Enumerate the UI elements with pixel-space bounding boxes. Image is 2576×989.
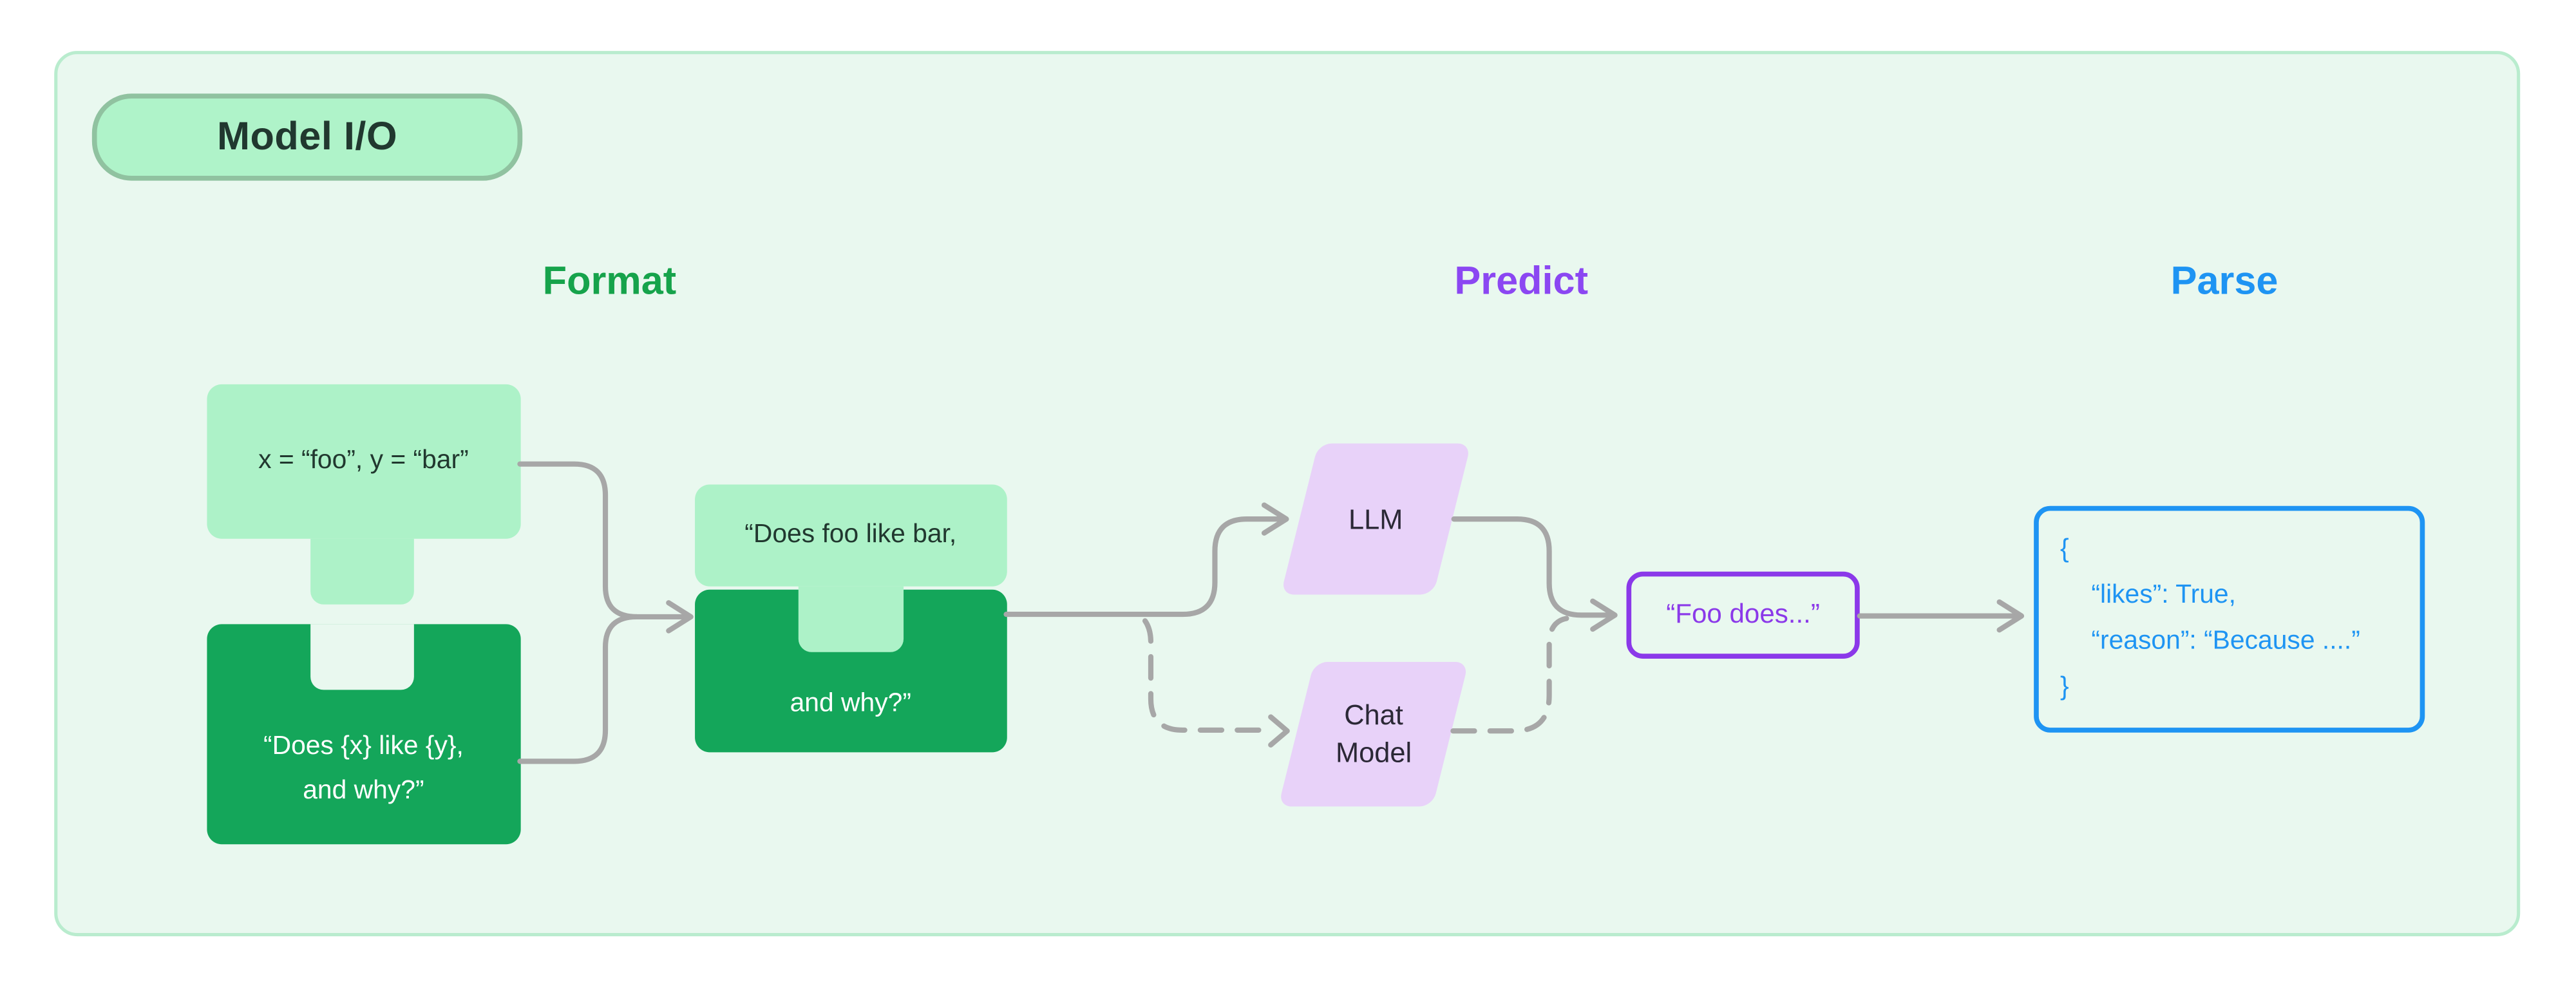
json-line-likes: “likes”: True, — [2091, 580, 2236, 609]
model-io-badge: Model I/O — [91, 93, 523, 181]
merged-prompt-tab — [797, 585, 903, 652]
llm-label: LLM — [1347, 502, 1402, 534]
chat-model-label-line1: Chat — [1343, 699, 1403, 731]
variables-block-text: x = “foo”, y = “bar” — [258, 446, 469, 475]
parsed-json-box: { “likes”: True, “reason”: “Because ....… — [2034, 505, 2425, 732]
model-output-box: “Foo does...” — [1626, 571, 1860, 658]
merged-prompt-light-block: “Does foo like bar, — [695, 484, 1007, 587]
format-heading: Format — [542, 259, 677, 304]
chat-model-label-line2: Model — [1334, 737, 1411, 769]
json-line-open-brace: { — [2060, 534, 2069, 563]
merged-prompt-line1: “Does foo like bar, — [744, 520, 957, 549]
variables-block-tab — [310, 538, 414, 605]
variables-block: x = “foo”, y = “bar” — [207, 384, 520, 539]
json-line-close-brace: } — [2060, 672, 2069, 701]
json-line-reason: “reason”: “Because ....” — [2091, 626, 2360, 655]
merged-prompt-line2: and why?” — [790, 689, 911, 717]
predict-heading: Predict — [1454, 259, 1589, 304]
prompt-template-line1: “Does {x} like {y}, — [263, 732, 464, 761]
parse-heading: Parse — [2170, 259, 2278, 304]
prompt-template-text: “Does {x} like {y}, and why?” — [207, 724, 520, 813]
model-io-badge-label: Model I/O — [216, 114, 398, 159]
prompt-template-notch — [309, 623, 414, 690]
chat-model-label: Chat Model — [1334, 697, 1410, 772]
model-output-text: “Foo does...” — [1666, 599, 1820, 629]
prompt-template-line2: and why?” — [303, 777, 424, 805]
